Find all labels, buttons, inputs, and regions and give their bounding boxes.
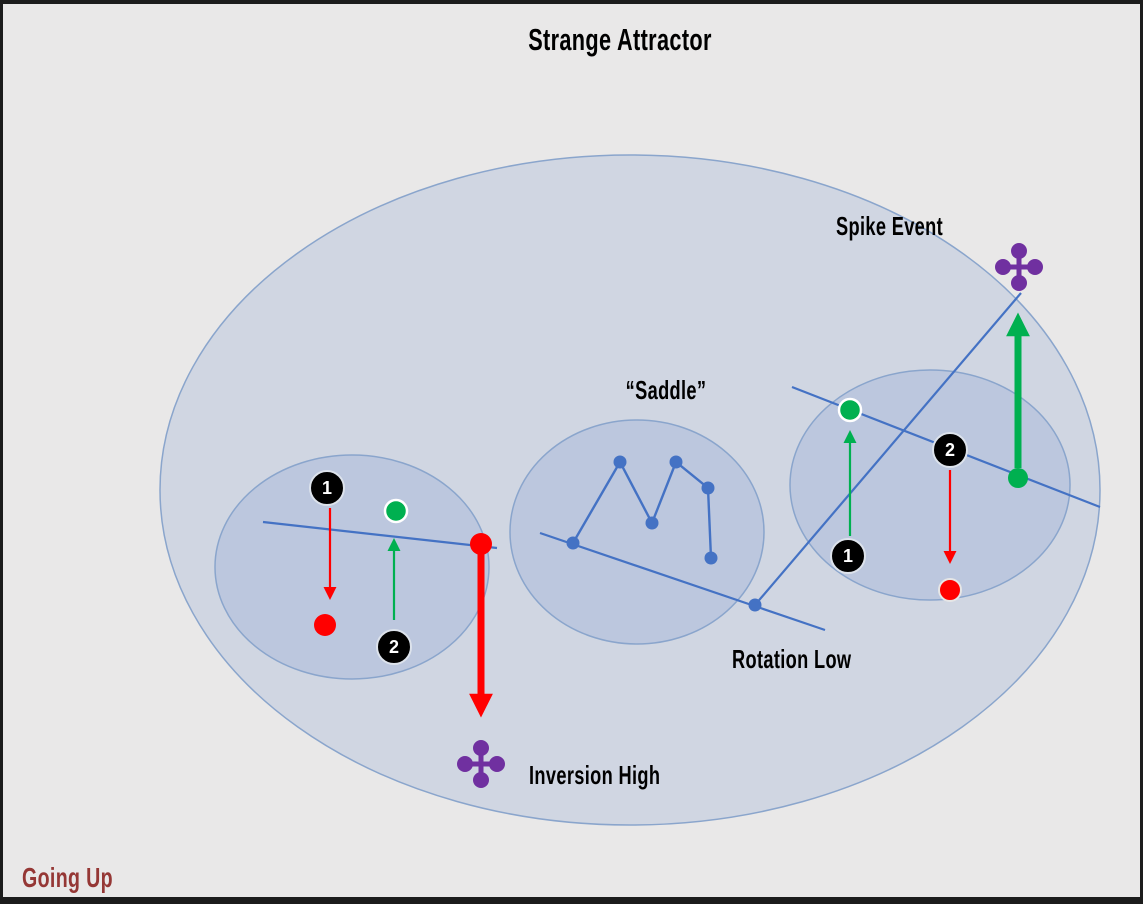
label-rotation-low: Rotation Low: [732, 644, 852, 674]
spike-event-marker: [995, 243, 1043, 291]
badge-left-2: 2: [376, 629, 412, 665]
green-dot-left: [383, 498, 409, 524]
badge-left-1: 1: [309, 470, 345, 506]
saddle-zigzag-path: [571, 459, 713, 559]
middle-downtrend-line: [539, 531, 826, 632]
zigzag-dot: [669, 455, 683, 469]
red-dot-right: [938, 578, 962, 602]
red-dot-left: [314, 614, 336, 636]
inversion-start-red-dot: [470, 533, 492, 555]
green-dot-right: [837, 397, 863, 423]
zigzag-dot: [613, 455, 627, 469]
middle-saddle-ellipse: [509, 419, 765, 645]
label-going-up: Going Up: [22, 862, 113, 893]
inversion-high-marker: [457, 740, 505, 788]
label-saddle: “Saddle”: [625, 375, 707, 405]
uptrend-line: [754, 292, 1022, 606]
spike-start-green-dot: [1008, 468, 1028, 488]
page-title: Strange Attractor: [528, 22, 712, 57]
left-trendline: [262, 520, 498, 550]
rotation-low-dot: [748, 598, 762, 612]
badge-right-1: 1: [830, 538, 866, 574]
zigzag-dot: [645, 516, 659, 530]
zigzag-dot: [566, 536, 580, 550]
zigzag-dot: [701, 481, 715, 495]
left-cluster-ellipse: [214, 454, 490, 680]
zigzag-dot: [704, 551, 718, 565]
label-spike-event: Spike Event: [836, 211, 944, 241]
label-inversion-high: Inversion High: [529, 760, 661, 790]
badge-right-2: 2: [932, 432, 968, 468]
